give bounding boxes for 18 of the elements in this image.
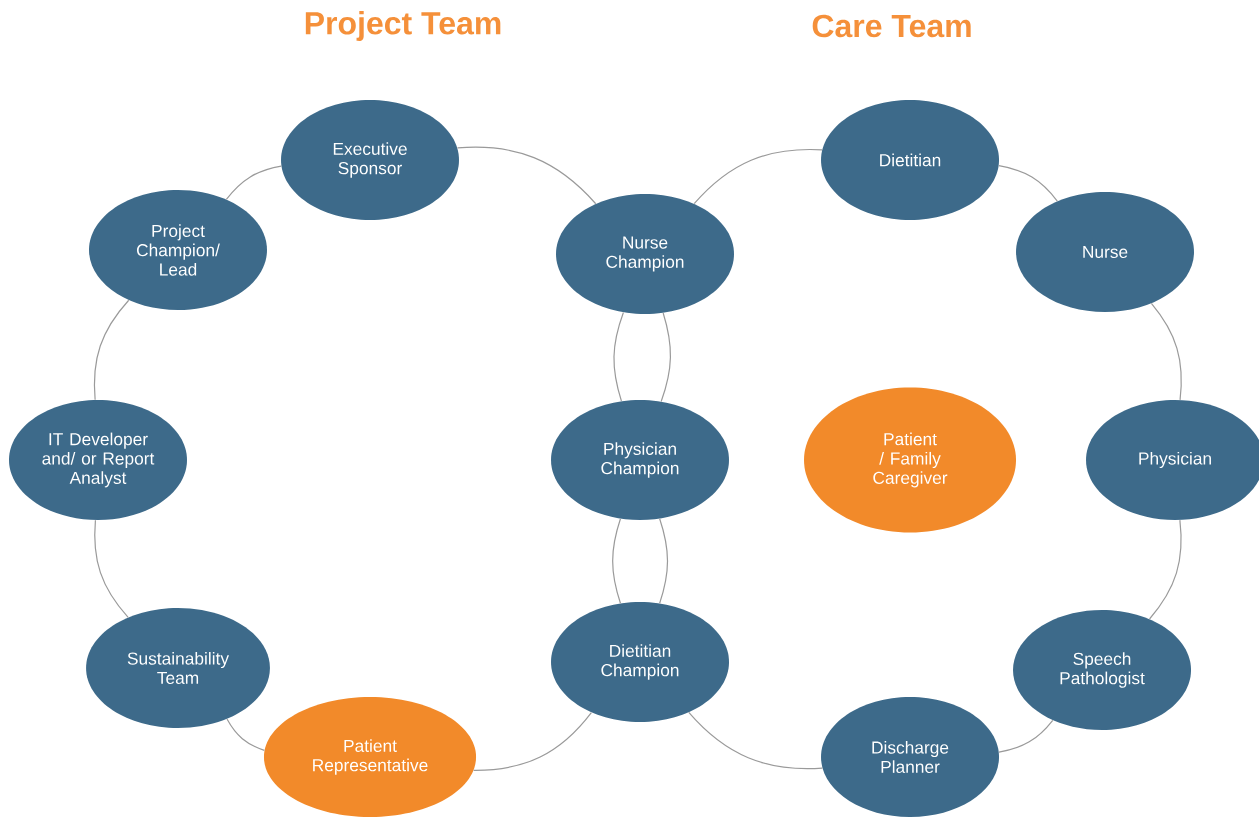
connector-arc [225, 165, 282, 200]
connector-arc [456, 146, 597, 205]
team-heading: Care Team [812, 14, 971, 38]
connector-arc [226, 718, 265, 751]
connector-arc [612, 518, 622, 604]
connector-arc [659, 518, 669, 604]
connector-arc [1150, 302, 1182, 401]
team-heading: Project Team [305, 11, 501, 41]
connector-arc [998, 165, 1058, 202]
connector-arc [1148, 519, 1182, 620]
connector-arc [998, 719, 1054, 753]
connector-arc [688, 711, 823, 770]
connector-arc [93, 299, 130, 401]
connector-arc [660, 312, 671, 403]
connector-arc [613, 311, 624, 402]
connector-arc [473, 711, 592, 771]
connector-arc [94, 519, 129, 618]
connector-arc [693, 148, 823, 205]
